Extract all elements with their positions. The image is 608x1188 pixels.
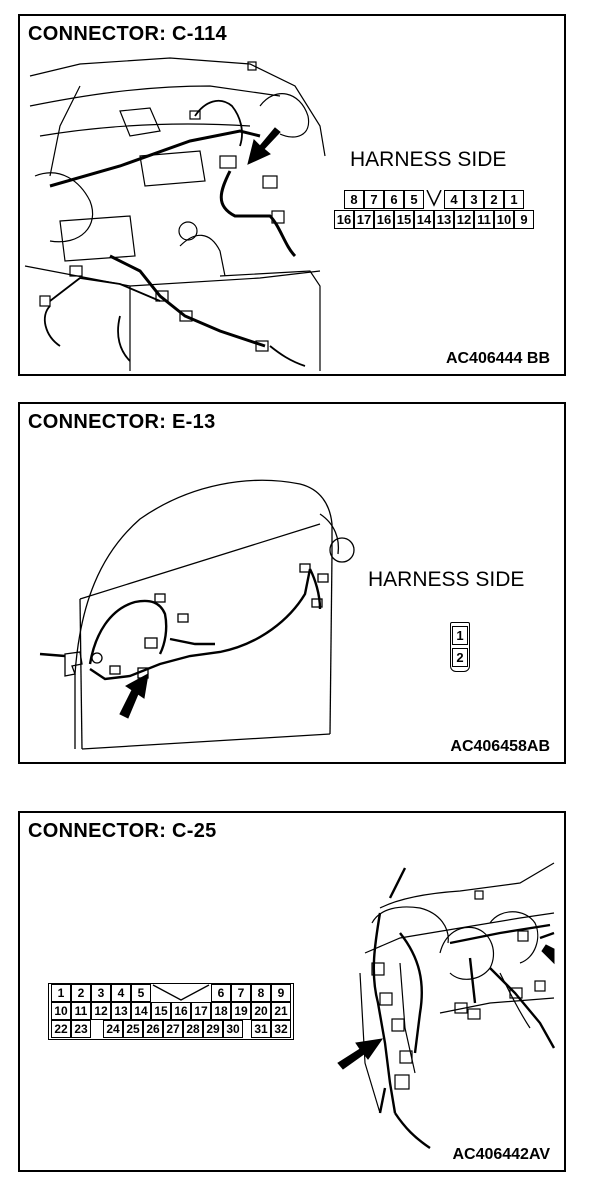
connector-c114-panel: CONNECTOR: C-114 bbox=[18, 14, 566, 376]
connector-terminal-cell: 32 bbox=[271, 1020, 291, 1038]
connector-terminal-cell: 8 bbox=[344, 190, 364, 209]
connector-terminal-cell: 10 bbox=[494, 210, 514, 229]
connector-terminal-cell: 3 bbox=[464, 190, 484, 209]
connector-terminal-cell: 8 bbox=[251, 984, 271, 1002]
panel-title: CONNECTOR: E-13 bbox=[28, 411, 216, 433]
connector-terminal-cell: 23 bbox=[71, 1020, 91, 1038]
connector-terminal-cell: 13 bbox=[434, 210, 454, 229]
connector-terminal-cell: 31 bbox=[251, 1020, 271, 1038]
harness-side-label: HARNESS SIDE bbox=[350, 148, 507, 171]
connector-terminal-cell: 15 bbox=[151, 1002, 171, 1020]
connector-terminal-cell: 3 bbox=[91, 984, 111, 1002]
connector-terminal-cell: 27 bbox=[163, 1020, 183, 1038]
connector-terminal-cell: 22 bbox=[51, 1020, 71, 1038]
connector-terminal-cell: 1 bbox=[452, 626, 468, 645]
connector-terminal-cell: 10 bbox=[51, 1002, 71, 1020]
connector-terminal-cell: 11 bbox=[71, 1002, 91, 1020]
connector-terminal-cell: 16 bbox=[334, 210, 354, 229]
connector-terminal-cell: 17 bbox=[191, 1002, 211, 1020]
figure-code: AC406458AB bbox=[450, 738, 550, 755]
connector-terminal-cell: 2 bbox=[452, 648, 468, 667]
connector-terminal-cell: 13 bbox=[111, 1002, 131, 1020]
connector-terminal-cell: 9 bbox=[271, 984, 291, 1002]
harness-side-label: HARNESS SIDE bbox=[368, 568, 525, 591]
connector-housing bbox=[48, 983, 294, 1040]
connector-housing bbox=[450, 622, 470, 672]
connector-terminal-cell: 6 bbox=[384, 190, 404, 209]
dashboard-wiring-drawing bbox=[24, 57, 326, 371]
connector-terminal-cell: 16 bbox=[374, 210, 394, 229]
connector-terminal-cell: 6 bbox=[211, 984, 231, 1002]
figure-code: AC406442AV bbox=[452, 1146, 550, 1163]
connector-terminal-cell: 18 bbox=[211, 1002, 231, 1020]
connector-terminal-cell: 16 bbox=[171, 1002, 191, 1020]
connector-terminal-cell: 17 bbox=[354, 210, 374, 229]
panel-title: CONNECTOR: C-114 bbox=[28, 23, 227, 45]
connector-terminal-cell: 19 bbox=[231, 1002, 251, 1020]
connector-terminal-cell: 7 bbox=[364, 190, 384, 209]
connector-terminal-cell: 1 bbox=[504, 190, 524, 209]
connector-terminal-cell: 1 bbox=[51, 984, 71, 1002]
connector-terminal-cell: 15 bbox=[394, 210, 414, 229]
connector-terminal-cell: 2 bbox=[71, 984, 91, 1002]
connector-terminal-cell: 4 bbox=[444, 190, 464, 209]
connector-terminal-cell: 29 bbox=[203, 1020, 223, 1038]
panel-title: CONNECTOR: C-25 bbox=[28, 820, 217, 842]
connector-terminal-cell: 12 bbox=[91, 1002, 111, 1020]
connector-terminal-cell: 25 bbox=[123, 1020, 143, 1038]
connector-terminal-cell: 28 bbox=[183, 1020, 203, 1038]
connector-terminal-cell: 7 bbox=[231, 984, 251, 1002]
figure-code: AC406444 BB bbox=[445, 350, 550, 367]
connector-terminal-cell: 14 bbox=[414, 210, 434, 229]
door-wiring-drawing bbox=[39, 479, 355, 750]
connector-terminal-cell: 12 bbox=[454, 210, 474, 229]
connector-terminal-cell: 4 bbox=[111, 984, 131, 1002]
connector-terminal-cell: 24 bbox=[103, 1020, 123, 1038]
connector-key-icon bbox=[424, 189, 444, 209]
connector-terminal-cell: 21 bbox=[271, 1002, 291, 1020]
connector-terminal-cell: 5 bbox=[131, 984, 151, 1002]
connector-terminal-cell: 26 bbox=[143, 1020, 163, 1038]
instrument-panel-wiring-drawing bbox=[337, 862, 556, 1149]
connector-terminal-cell: 9 bbox=[514, 210, 534, 229]
connector-e13-panel: CONNECTOR: E-13 bbox=[18, 402, 566, 764]
connector-terminal-cell: 30 bbox=[223, 1020, 243, 1038]
connector-key-icon bbox=[151, 984, 211, 1007]
connector-terminal-cell: 14 bbox=[131, 1002, 151, 1020]
connector-terminal-cell: 5 bbox=[404, 190, 424, 209]
connector-terminal-cell: 11 bbox=[474, 210, 494, 229]
connector-terminal-cell: 2 bbox=[484, 190, 504, 209]
connector-terminal-cell: 20 bbox=[251, 1002, 271, 1020]
